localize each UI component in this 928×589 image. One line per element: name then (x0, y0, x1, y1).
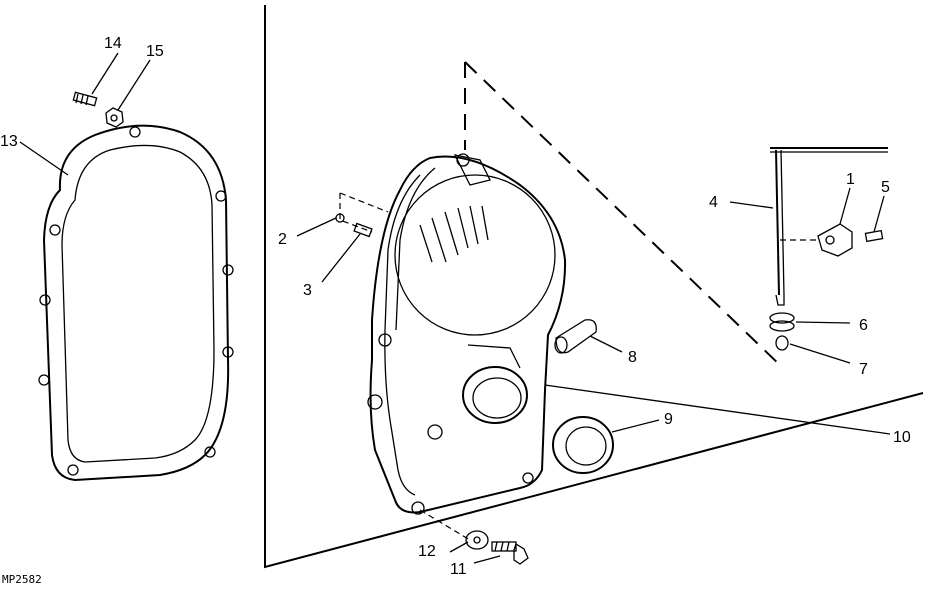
spring-6 (769, 312, 795, 332)
nut-15 (105, 107, 124, 128)
bushing-8 (554, 319, 597, 354)
leader-lines (19, 52, 891, 564)
ball-7 (775, 335, 789, 351)
gasket (38, 124, 234, 482)
callout-7: 7 (859, 361, 868, 378)
callout-14: 14 (104, 35, 122, 52)
alignment-lines (339, 61, 820, 541)
perspective-panel (264, 5, 924, 569)
callout-15: 15 (146, 43, 164, 60)
bolt-11 (491, 541, 529, 565)
oil-seal-9 (552, 416, 614, 474)
callout-labels: 14 15 13 2 3 4 1 5 6 7 8 9 10 12 11 (0, 35, 911, 578)
dowel-3 (353, 222, 373, 238)
callout-11: 11 (450, 561, 467, 578)
callout-8: 8 (628, 349, 637, 366)
callout-1: 1 (846, 171, 855, 188)
callout-3: 3 (303, 282, 312, 299)
callout-5: 5 (881, 179, 890, 196)
housing-cover (367, 153, 567, 515)
callout-13: 13 (0, 133, 18, 150)
figure-reference: MP2582 (2, 573, 42, 586)
washer-12 (465, 530, 489, 550)
set-screw-5 (864, 229, 884, 243)
shift-fork-1 (817, 223, 853, 257)
callout-2: 2 (278, 231, 287, 248)
screw-14 (72, 91, 98, 107)
callout-4: 4 (709, 194, 718, 211)
callout-6: 6 (859, 317, 868, 334)
callout-10: 10 (893, 429, 911, 446)
callout-9: 9 (664, 411, 673, 428)
shift-rod-4 (770, 147, 888, 306)
callout-12: 12 (418, 543, 436, 560)
